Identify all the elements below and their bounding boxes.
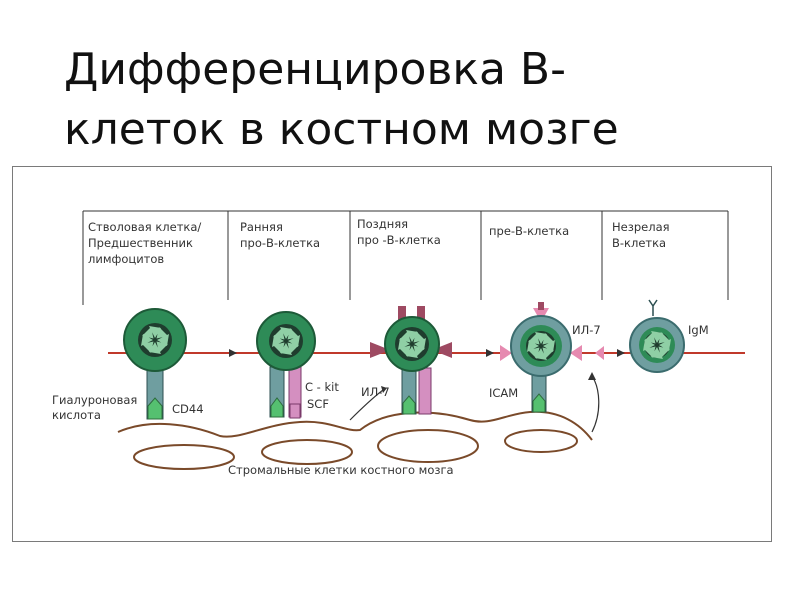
igm-receptor: [648, 299, 658, 316]
stage-immature-b-line-1: Незрелая: [612, 220, 670, 234]
stromal-cell-4: [504, 429, 578, 453]
label-scf: SCF: [307, 397, 329, 411]
stage-late-pro-b-line-1: Поздняя: [357, 217, 408, 231]
stage-stem-cell-line-2: Предшественник: [88, 236, 193, 250]
stromal-cells: [117, 410, 593, 470]
label-icam: ICAM: [489, 386, 518, 400]
immature-b-cell: [629, 299, 685, 373]
stromal-cell-3: [377, 429, 479, 463]
early-pro-b-cell: [256, 311, 316, 419]
diagram-labels: Гиалуроновая кислота CD44 C - kit SCF ИЛ…: [52, 323, 709, 477]
stage-stem-cell-line-3: лимфоцитов: [88, 252, 164, 266]
scf-ligand: [289, 403, 301, 419]
slide-title-line-2: клеток в костном мозге: [64, 104, 619, 155]
stage-stem-cell: Стволовая клетка/ Предшественник лимфоци…: [88, 220, 201, 266]
il7-receptor: [418, 367, 432, 415]
label-hyaluronic-acid-line-1: Гиалуроновая: [52, 393, 137, 407]
label-hyaluronic-acid-line-2: кислота: [52, 408, 101, 422]
stage-late-pro-b-line-2: про -В-клетка: [357, 233, 441, 247]
hyaluronic-acid-ligand: [147, 397, 163, 420]
late-pro-b-cell: [349, 306, 452, 421]
label-il7-late-pro-b: ИЛ-7: [361, 385, 390, 399]
label-cd44: CD44: [172, 402, 204, 416]
pre-b-cell: [500, 302, 604, 433]
label-c-kit: C - kit: [305, 380, 339, 394]
stromal-cell-1: [133, 444, 235, 470]
stromal-cell-2: [261, 439, 353, 465]
stem-cell: [123, 308, 187, 420]
stage-early-pro-b-line-1: Ранняя: [240, 220, 283, 234]
label-il7-pre-b: ИЛ-7: [572, 323, 601, 337]
stage-pre-b: пре-В-клетка: [489, 224, 569, 238]
stage-early-pro-b-line-2: про-В-клетка: [240, 236, 320, 250]
stage-stem-cell-line-1: Стволовая клетка/: [88, 220, 201, 234]
stage-header: [82, 210, 729, 305]
migration-arrowheads: [229, 349, 625, 357]
stage-late-pro-b: Поздняя про -В-клетка: [357, 217, 441, 247]
stage-pre-b-line-1: пре-В-клетка: [489, 224, 569, 238]
stage-early-pro-b: Ранняя про-В-клетка: [240, 220, 320, 250]
slide-title: Дифференцировка В- клеток в костном мозг…: [64, 40, 764, 160]
stroma-surface: [117, 410, 593, 441]
slide-title-line-1: Дифференцировка В-: [64, 44, 566, 95]
label-igm: IgM: [688, 323, 709, 337]
stage-immature-b: Незрелая В-клетка: [612, 220, 670, 250]
label-stromal-cells: Стромальные клетки костного мозга: [228, 463, 454, 477]
stage-immature-b-line-2: В-клетка: [612, 236, 666, 250]
